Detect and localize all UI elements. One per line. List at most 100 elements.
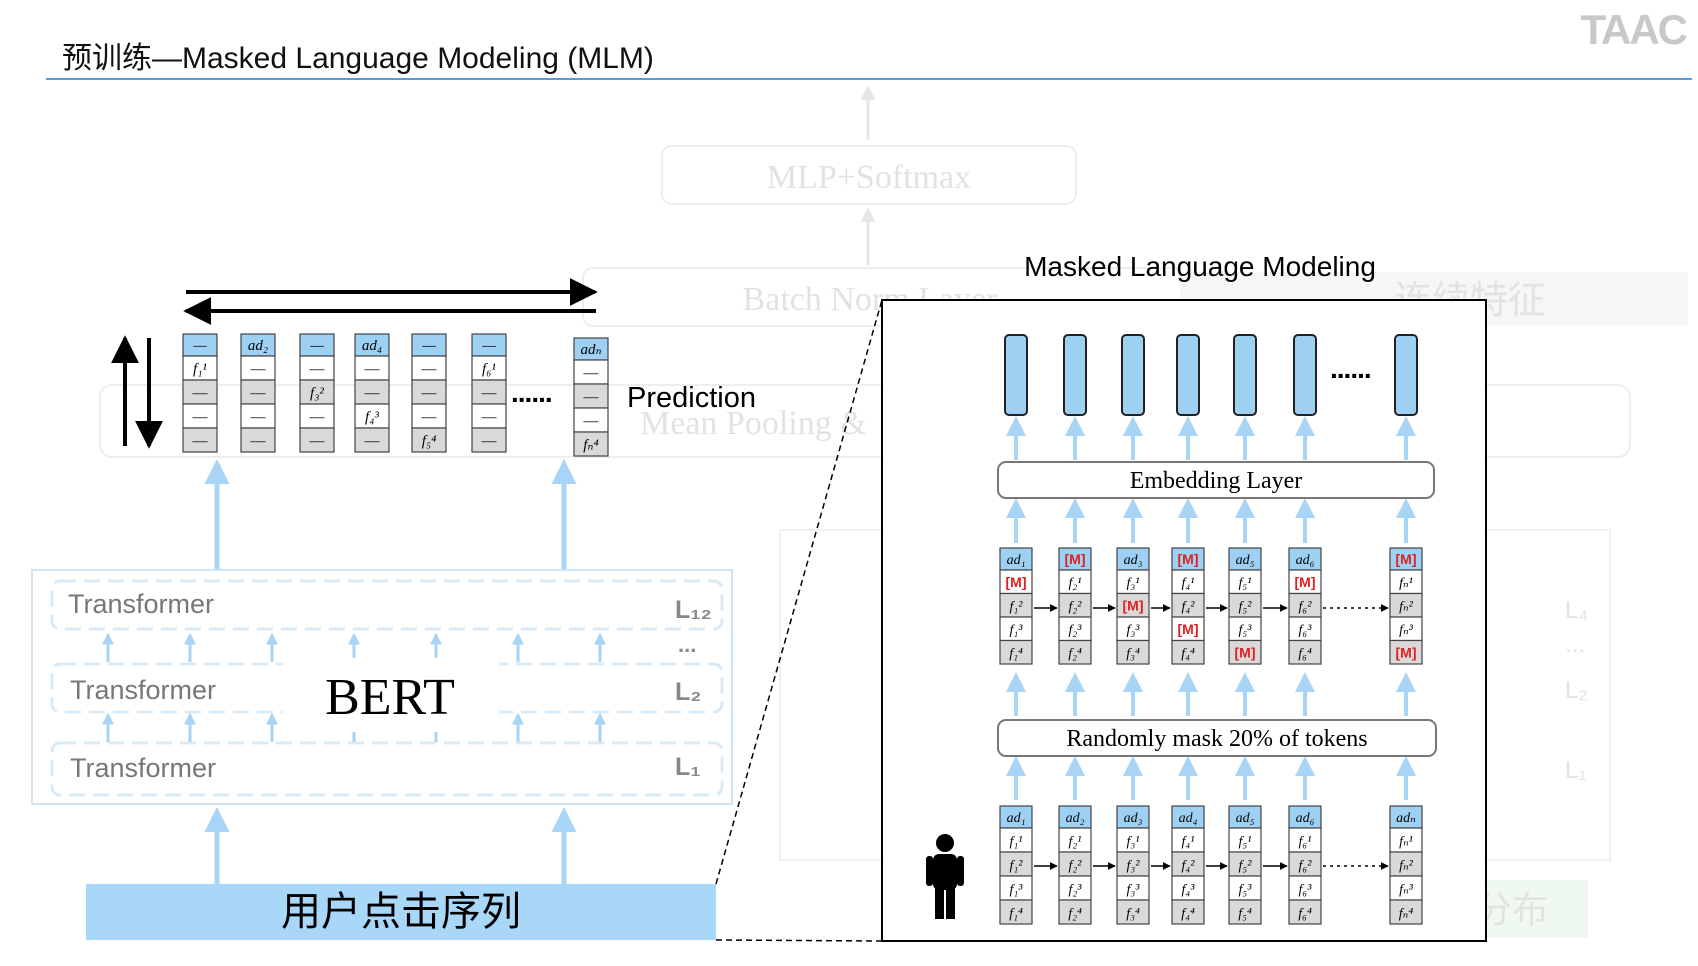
feature-label: f₅³ [1239, 623, 1253, 638]
feature-cell [411, 379, 447, 405]
feature-cell [471, 427, 507, 453]
input-sequence-label: 用户点击序列 [281, 890, 521, 934]
feature-label: f₆⁴ [1298, 906, 1312, 921]
feature-label: f₁⁴ [1009, 906, 1023, 921]
feature-label: [M] [1178, 621, 1199, 637]
feature-label: f₃² [310, 385, 324, 401]
mask-box [997, 719, 1437, 757]
bg-layer-l4: L₄ [1565, 597, 1588, 624]
token-head-label: adₙ [580, 342, 601, 358]
feature-label: f₄⁴ [1181, 646, 1195, 661]
feature-label: f₃¹ [1127, 834, 1140, 849]
token-head-label: ad₆ [1296, 553, 1315, 568]
feature-label: — [192, 385, 209, 401]
feature-cell [182, 427, 218, 453]
token-head-label: ad₃ [1124, 553, 1143, 568]
feature-cell [471, 403, 507, 429]
feature-cell [1058, 639, 1092, 665]
token-head-label: ad₄ [1179, 811, 1198, 826]
token-head-label: ad₄ [362, 338, 382, 354]
feature-label: f₅¹ [1239, 576, 1252, 591]
feature-label: — [250, 409, 267, 425]
feature-label: fₙ² [1399, 858, 1414, 873]
feature-label: f₄³ [1182, 882, 1196, 897]
feature-cell [573, 407, 609, 433]
feature-label: — [309, 361, 326, 377]
feature-label: f₄⁴ [1181, 906, 1195, 921]
feature-label: f₆³ [1299, 882, 1313, 897]
feature-cell [1116, 639, 1150, 665]
feature-label: f₆² [1299, 599, 1313, 614]
token-head-label: — [309, 338, 324, 354]
output-token [1063, 334, 1087, 416]
bg-dist-label: 分布 [1476, 890, 1548, 930]
feature-label: — [583, 365, 600, 381]
feature-label: f₁³ [1010, 882, 1024, 897]
feature-cell [999, 851, 1033, 877]
mask-label: Randomly mask 20% of tokens [1066, 726, 1367, 752]
feature-label: — [309, 433, 326, 449]
transformer-label-2: Transformer [70, 675, 216, 705]
feature-label: f₁² [1010, 599, 1024, 614]
transformer-label-12: Transformer [68, 589, 214, 619]
feature-label: f₅⁴ [422, 433, 437, 449]
user-icon [926, 834, 964, 919]
feature-cell [1228, 639, 1262, 665]
feature-cell [411, 427, 447, 453]
feature-cell [1389, 875, 1423, 901]
feature-label: fₙ⁴ [1399, 906, 1414, 921]
feature-label: f₄² [1182, 858, 1196, 873]
prediction-column: ——f₃²—— [299, 333, 335, 453]
embedding-layer-box [997, 461, 1435, 499]
feature-label: f₄¹ [1182, 834, 1195, 849]
bg-layer-l1: L₁ [1565, 757, 1586, 784]
output-token [1233, 334, 1257, 416]
bg-pooling-label: Mean Pooling & [640, 405, 867, 442]
feature-label: — [250, 385, 267, 401]
feature-label: f₅¹ [1239, 834, 1252, 849]
token-head-label: ad₅ [1236, 553, 1255, 568]
token-head-label: ad₃ [1124, 811, 1143, 826]
feature-label: f₂⁴ [1068, 906, 1082, 921]
feature-label: f₆² [1299, 858, 1313, 873]
feature-label: f₄³ [365, 409, 379, 425]
feature-cell [354, 355, 390, 381]
feature-label: — [421, 385, 438, 401]
feature-label: — [192, 433, 209, 449]
feature-label: f₂¹ [1069, 576, 1082, 591]
output-ellipsis: ...... [1330, 353, 1371, 384]
feature-cell [1171, 875, 1205, 901]
feature-label: f₄² [1182, 599, 1196, 614]
feature-cell [240, 427, 276, 453]
feature-cell [573, 431, 609, 457]
feature-cell [1288, 639, 1322, 665]
feature-label: f₃⁴ [1126, 906, 1140, 921]
token-head-label: [M] [1065, 551, 1086, 567]
feature-label: fₙ¹ [1399, 834, 1413, 849]
output-token [1121, 334, 1145, 416]
feature-label: — [481, 385, 498, 401]
token-head-label: — [421, 338, 436, 354]
feature-cell [299, 355, 335, 381]
feature-cell [299, 403, 335, 429]
feature-cell [1171, 639, 1205, 665]
bg-mlp-label: MLP+Softmax [767, 159, 971, 196]
feature-label: f₁⁴ [1009, 646, 1023, 661]
feature-label: f₅⁴ [1238, 906, 1252, 921]
feature-label: f₁² [1010, 858, 1024, 873]
feature-cell [999, 827, 1033, 853]
logo: TAAC [1580, 6, 1687, 53]
feature-label: fₙ³ [1399, 623, 1414, 638]
feature-label: fₙ³ [1399, 882, 1414, 897]
bert-label: BERT [325, 669, 455, 726]
